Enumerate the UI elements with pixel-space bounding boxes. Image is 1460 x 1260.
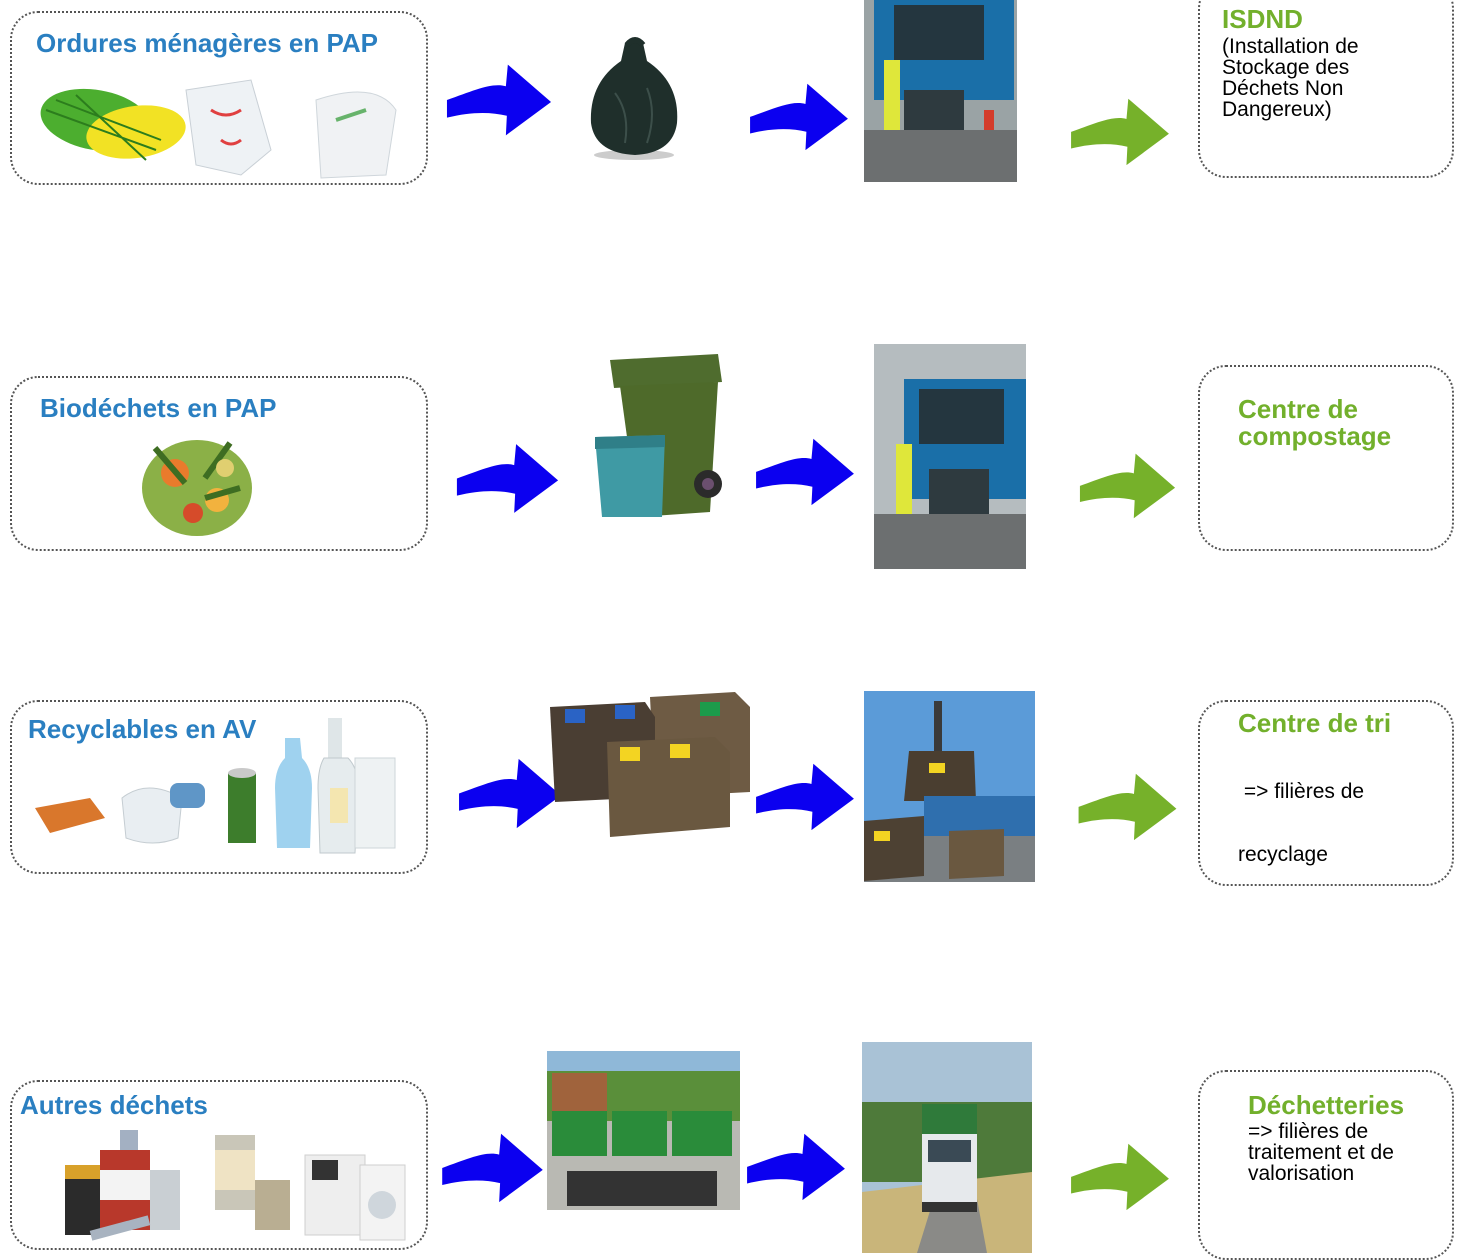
dest-title-dechetteries: Déchetteries bbox=[1248, 1090, 1405, 1120]
green-arrow-4 bbox=[1045, 1140, 1195, 1212]
green-arrow-1 bbox=[1045, 95, 1195, 167]
blue-arrow-4b bbox=[740, 1130, 852, 1202]
green-arrow-2 bbox=[1055, 450, 1200, 520]
dest-text-centre-tri: => filières de recyclage bbox=[1238, 780, 1365, 866]
green-arrow-3 bbox=[1055, 770, 1200, 842]
dest-title-isdnd: ISDND bbox=[1222, 4, 1303, 34]
drop-off-containers-icon bbox=[550, 692, 750, 837]
other-waste-icon bbox=[65, 1130, 406, 1241]
source-label-ordures: Ordures ménagères en PAP bbox=[36, 28, 378, 58]
blue-arrow-2b bbox=[750, 435, 860, 507]
dest-text-dechetteries: => filières de traitement et de valorisa… bbox=[1248, 1120, 1394, 1185]
blue-arrow-1b bbox=[740, 80, 858, 152]
source-label-autres: Autres déchets bbox=[20, 1090, 208, 1120]
garbage-truck-icon bbox=[864, 0, 1017, 182]
blue-arrow-2a bbox=[455, 440, 560, 515]
green-bin-icon bbox=[595, 354, 722, 517]
dump-truck-icon bbox=[862, 1042, 1032, 1253]
source-label-biodechets: Biodéchets en PAP bbox=[40, 393, 277, 423]
dest-box-compostage bbox=[1198, 365, 1454, 551]
dest-text-isdnd: (Installation de Stockage des Déchets No… bbox=[1222, 35, 1359, 121]
food-scraps-icon bbox=[142, 440, 252, 536]
blue-arrow-3b bbox=[750, 760, 860, 832]
dest-box-isdnd bbox=[1198, 0, 1454, 178]
recyclables-icon bbox=[35, 718, 396, 854]
dest-title-compostage: Centre de compostage bbox=[1238, 394, 1392, 451]
blue-arrow-4a bbox=[440, 1130, 545, 1204]
recycling-center-icon bbox=[547, 1051, 740, 1210]
garbage-bag-icon bbox=[590, 37, 678, 160]
household-waste-icon bbox=[40, 79, 397, 179]
blue-arrow-1a bbox=[445, 60, 553, 138]
dest-title-centre-tri: Centre de tri bbox=[1238, 708, 1392, 738]
crane-truck-icon bbox=[864, 691, 1035, 882]
dest-box-centre-tri bbox=[1198, 700, 1454, 886]
collection-truck-icon bbox=[874, 344, 1026, 569]
source-label-recyclables: Recyclables en AV bbox=[28, 714, 257, 744]
